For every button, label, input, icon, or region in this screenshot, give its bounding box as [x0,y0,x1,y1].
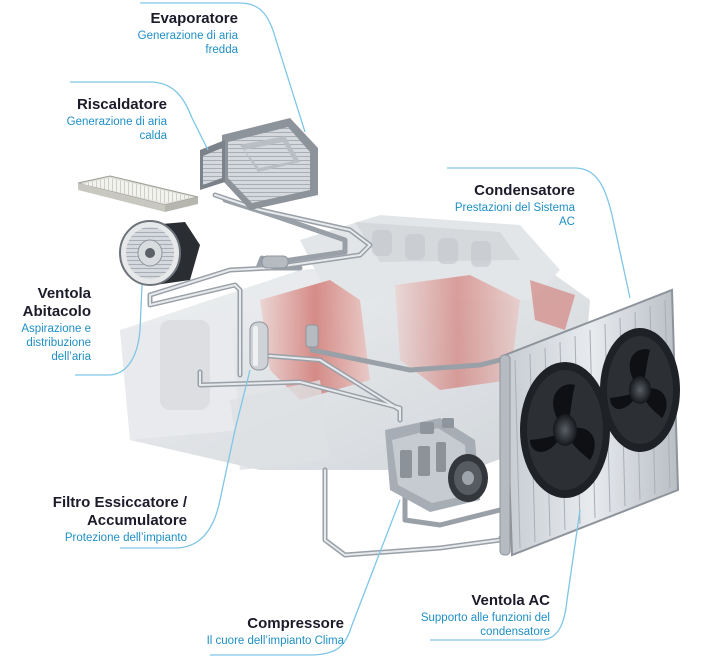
filtro-title-2: Accumulatore [86,512,187,529]
filtro-title-1: Filtro Essiccatore / [52,494,187,511]
ventola-abitacolo-title-1: Ventola [37,285,91,302]
label-riscaldatore: Riscaldatore Generazione di aria calda [67,96,167,144]
evaporatore-title: Evaporatore [150,10,238,27]
ventola-abitacolo-desc-1: Aspirazione e [21,323,91,335]
condensatore-desc-1: Prestazioni del Sistema [454,202,575,214]
riscaldatore-desc-2: calda [139,129,168,142]
evaporatore-desc-2: fredda [205,43,238,56]
cabin-filter [77,175,199,212]
heater [240,136,300,172]
compressore-title: Compressore [247,615,344,632]
condensatore-desc-2: AC [559,215,575,228]
leader-lines [70,2,631,656]
compressor [385,418,488,512]
cabin-blower [119,220,200,286]
ventola-abitacolo-desc-2: distribuzione [26,336,91,349]
label-ventola-ac: Ventola AC Supporto alle funzioni del co… [421,592,550,640]
label-ventola-abitacolo: Ventola Abitacolo Aspirazione e distribu… [21,285,91,364]
riscaldatore-desc-1: Generazione di aria [66,116,167,128]
label-compressore: Compressore Il cuore dell’impianto Clima [207,615,344,649]
ac-fans [520,328,680,498]
compressore-desc-1: Il cuore dell’impianto Clima [206,635,344,647]
label-filtro-essiccatore: Filtro Essiccatore / Accumulatore Protez… [53,494,187,546]
receiver-drier [249,321,269,371]
ventola-ac-title: Ventola AC [471,592,550,609]
ventola-abitacolo-title-2: Abitacolo [22,303,91,320]
label-evaporatore: Evaporatore Generazione di aria fredda [138,10,238,58]
condensatore-title: Condensatore [474,182,575,199]
ventola-ac-desc-1: Supporto alle funzioni del [420,612,550,624]
filtro-desc-1: Protezione dell’impianto [64,532,187,544]
evaporatore-desc-1: Generazione di aria [137,30,238,42]
ventola-ac-desc-2: condensatore [480,625,550,638]
ventola-abitacolo-desc-3: dell’aria [51,350,91,363]
riscaldatore-title: Riscaldatore [76,96,167,113]
label-condensatore: Condensatore Prestazioni del Sistema AC [455,182,575,230]
refrigerant-pipes [147,192,513,558]
